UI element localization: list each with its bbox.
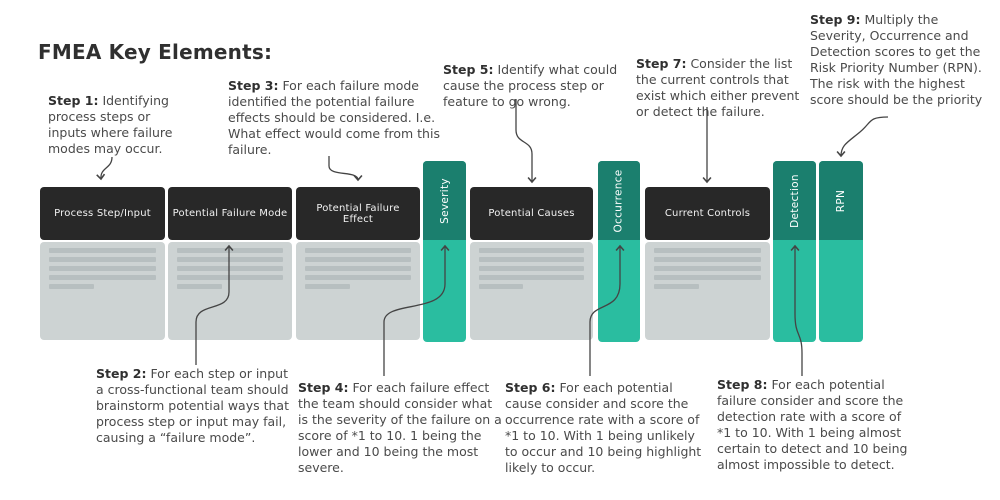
step-2-label: Step 2:	[96, 366, 147, 381]
score-column-label: RPN	[834, 189, 847, 212]
column-body-placeholder	[645, 242, 770, 340]
step-4-annotation: Step 4: For each failure effect the team…	[298, 380, 502, 476]
step-5-label: Step 5:	[443, 62, 494, 77]
step-1-text: Identifying process steps or inputs wher…	[48, 93, 173, 156]
fmea-column-rpn: RPN	[819, 161, 863, 342]
score-column-header: Severity	[423, 161, 466, 240]
column-header-label: Potential Failure Effect	[316, 202, 400, 225]
step-3-text: For each failure mode identified the pot…	[228, 78, 440, 157]
fmea-column-potential-failure-mode: Potential Failure Mode	[168, 0, 292, 500]
step-9-label: Step 9:	[810, 12, 861, 27]
fmea-column-occurrence: Occurrence	[598, 161, 640, 342]
column-header: Potential Causes	[470, 187, 593, 240]
step-4-label: Step 4:	[298, 380, 349, 395]
column-body-placeholder	[40, 242, 165, 340]
fmea-column-potential-causes: Potential Causes	[470, 0, 593, 500]
step-6-annotation: Step 6: For each potential cause conside…	[505, 380, 705, 476]
fmea-column-potential-failure-effect: Potential Failure Effect	[296, 0, 420, 500]
column-body-placeholder	[296, 242, 420, 340]
score-column-header: Detection	[773, 161, 816, 240]
column-header: Potential Failure Mode	[168, 187, 292, 240]
fmea-column-process-step-input: Process Step/Input	[40, 0, 165, 500]
column-header-label: Current Controls	[664, 208, 751, 219]
step-7-annotation: Step 7: Consider the list the current co…	[636, 56, 808, 120]
step-3-label: Step 3:	[228, 78, 279, 93]
step-1-label: Step 1:	[48, 93, 99, 108]
column-header: Potential Failure Effect	[296, 187, 420, 240]
connector-step-9-arrow	[836, 116, 889, 158]
step-8-label: Step 8:	[717, 377, 768, 392]
score-column-label: Severity	[438, 177, 451, 224]
step-6-text: For each potential cause consider and sc…	[505, 380, 702, 475]
step-4-text: For each failure effect the team should …	[298, 380, 502, 475]
column-header: Process Step/Input	[40, 187, 165, 240]
step-5-text: Identify what could cause the process st…	[443, 62, 618, 109]
step-9-annotation: Step 9: Multiply the Severity, Occurrenc…	[810, 12, 996, 108]
column-header-label: Process Step/Input	[54, 208, 151, 219]
step-7-label: Step 7:	[636, 56, 687, 71]
column-body-placeholder	[168, 242, 292, 340]
step-3-annotation: Step 3: For each failure mode identified…	[228, 78, 442, 158]
step-5-annotation: Step 5: Identify what could cause the pr…	[443, 62, 627, 110]
page-title: FMEA Key Elements:	[38, 40, 273, 64]
fmea-column-severity: Severity	[423, 161, 466, 342]
step-6-label: Step 6:	[505, 380, 556, 395]
column-body-placeholder	[470, 242, 593, 340]
step-2-annotation: Step 2: For each step or input a cross-f…	[96, 366, 296, 446]
score-column-label: Detection	[788, 173, 801, 228]
step-2-text: For each step or input a cross-functiona…	[96, 366, 289, 445]
score-column-header: Occurrence	[598, 161, 640, 240]
score-column-header: RPN	[819, 161, 863, 240]
score-column-label: Occurrence	[613, 168, 626, 233]
fmea-column-detection: Detection	[773, 161, 816, 342]
column-header-label: Potential Causes	[488, 208, 575, 219]
step-9-text: Multiply the Severity, Occurrence and De…	[810, 12, 983, 107]
fmea-column-current-controls: Current Controls	[645, 0, 770, 500]
step-8-text: For each potential failure consider and …	[717, 377, 908, 472]
step-1-annotation: Step 1: Identifying process steps or inp…	[48, 93, 190, 157]
step-7-text: Consider the list the current controls t…	[636, 56, 800, 119]
column-header: Current Controls	[645, 187, 770, 240]
step-8-annotation: Step 8: For each potential failure consi…	[717, 377, 913, 473]
column-header-label: Potential Failure Mode	[172, 208, 288, 219]
